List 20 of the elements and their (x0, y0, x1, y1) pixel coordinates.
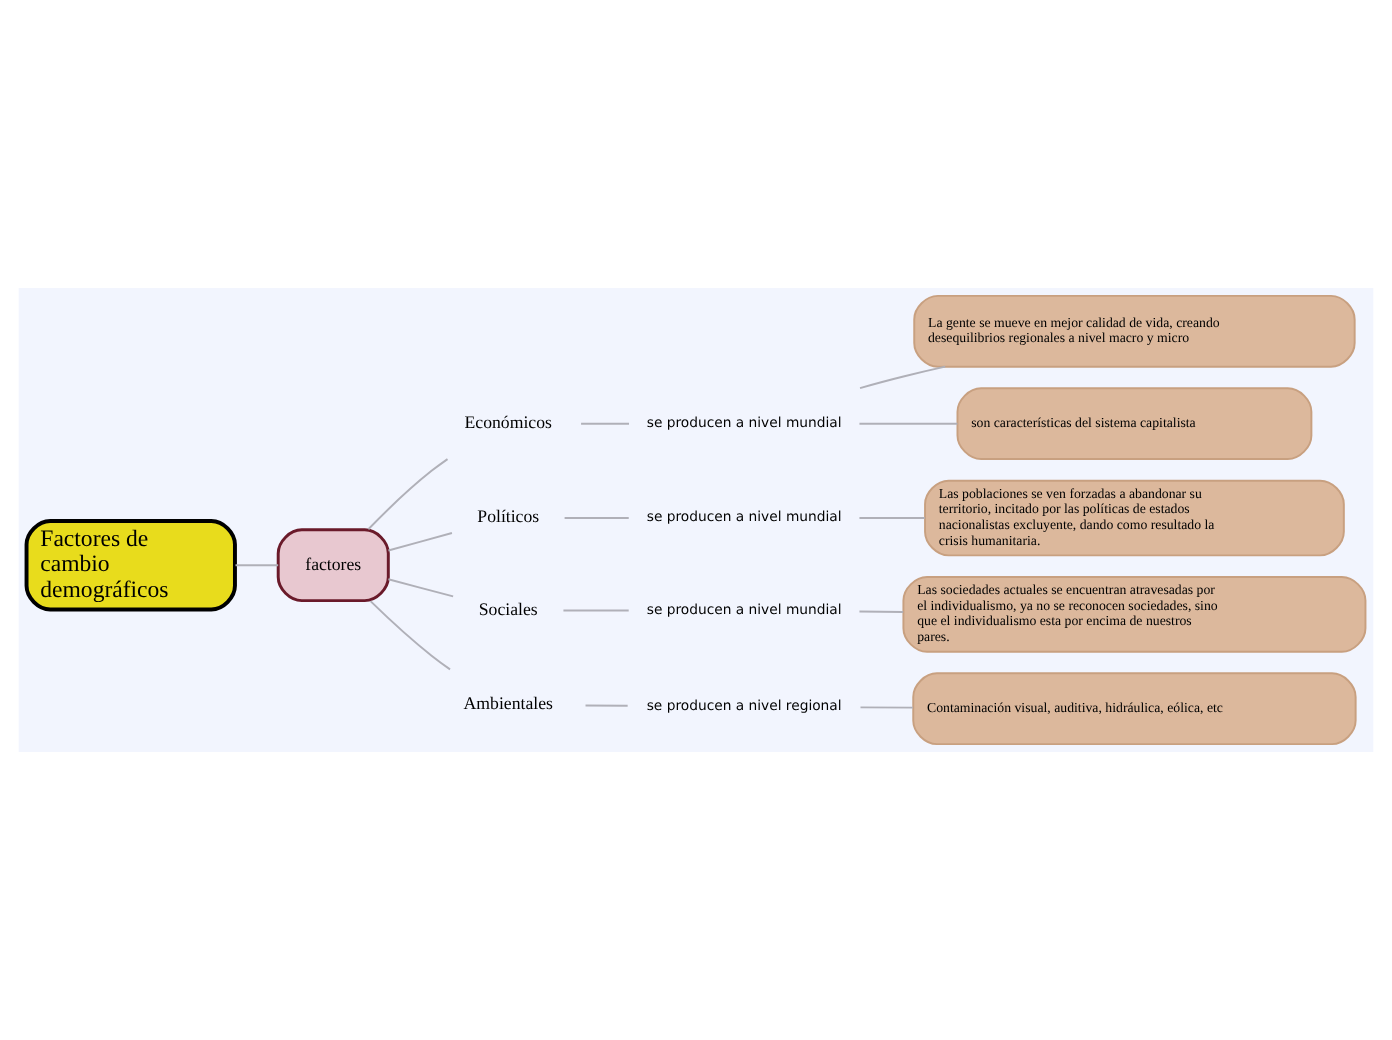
node-text: Ambientales (463, 693, 553, 714)
connector (580, 422, 630, 425)
node-box: Factores de cambio demográficos (24, 519, 237, 612)
connector (387, 532, 453, 552)
connector (387, 578, 455, 598)
connector (858, 422, 959, 425)
node-text: Sociales (478, 598, 538, 619)
connector (234, 564, 280, 567)
connector (563, 517, 630, 519)
connector (369, 600, 452, 671)
node-text: Económicos (464, 411, 552, 432)
node-box: factores (276, 528, 390, 603)
connector (562, 609, 630, 612)
connector (858, 610, 905, 613)
connector (367, 458, 449, 531)
connector (859, 706, 914, 709)
node-text: Políticos (477, 506, 540, 527)
connector (858, 517, 926, 519)
connector (584, 704, 629, 707)
connector (859, 365, 947, 390)
